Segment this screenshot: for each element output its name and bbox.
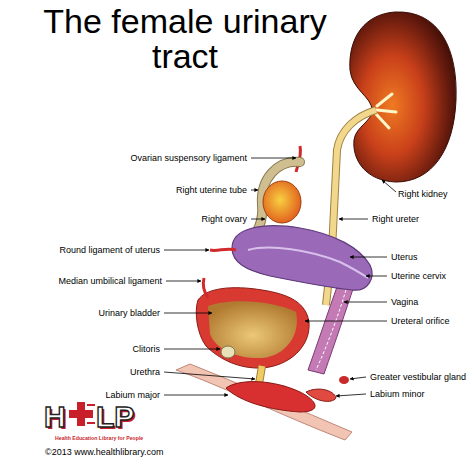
logo-letter: H: [44, 402, 66, 432]
part-label: Right kidney: [398, 189, 448, 200]
leader-line: [382, 180, 396, 192]
part-label: Right uterine tube: [176, 185, 247, 196]
part-label: Labium minor: [370, 389, 425, 400]
ovary: [263, 181, 301, 223]
vagina: [308, 284, 354, 374]
labium-minor: [306, 389, 336, 401]
kidney: [350, 12, 456, 182]
part-label: Ovarian suspensory ligament: [130, 153, 247, 164]
part-label: Urethra: [130, 367, 160, 378]
part-label: Right ovary: [201, 214, 247, 225]
perineum-skin: [176, 364, 352, 440]
clitoris: [221, 346, 235, 358]
part-label: Greater vestibular gland: [370, 372, 466, 383]
leader-line: [164, 250, 209, 251]
leader-line: [164, 372, 255, 379]
part-label: Uterus: [391, 252, 418, 263]
leader-line: [164, 313, 212, 314]
labium-major: [226, 382, 315, 412]
leader-line: [166, 281, 201, 282]
part-label: Urinary bladder: [98, 308, 160, 319]
vestibular-gland: [339, 376, 349, 384]
uterus: [232, 226, 372, 290]
part-label: Uterine cervix: [391, 271, 446, 282]
leader-line: [164, 395, 228, 396]
leader-line: [339, 219, 368, 220]
uterine-cavity: [248, 248, 368, 278]
bladder-urine: [208, 301, 297, 358]
part-label: Clitoris: [132, 344, 160, 355]
part-label: Vagina: [391, 297, 418, 308]
bladder-wall: [196, 288, 309, 368]
logo-cross: [69, 410, 93, 418]
logo-cross: [69, 402, 95, 426]
logo-lines: [87, 405, 95, 423]
logo-letters: LP: [96, 402, 134, 432]
leader-line: [336, 394, 366, 396]
logo-tagline: Health Education Library for People: [55, 435, 143, 441]
copyright-note: ©2013 www.healthlibrary.com: [45, 447, 164, 458]
renal-pelvis: [376, 94, 396, 128]
leader-line: [251, 190, 258, 191]
leader-line: [164, 349, 220, 350]
leader-line: [251, 219, 265, 220]
part-label: Right ureter: [372, 214, 419, 225]
part-label: Labium major: [105, 390, 160, 401]
leader-line: [305, 321, 387, 322]
leader-line: [251, 158, 296, 159]
round-ligament: [210, 249, 236, 250]
umbilical-ligament: [203, 278, 208, 298]
vagina-canal: [316, 290, 346, 370]
leader-lines: [164, 158, 396, 396]
leader-line: [366, 276, 387, 277]
part-label: Round ligament of uterus: [59, 245, 160, 256]
leader-line: [350, 257, 387, 258]
part-label: Ureteral orifice: [391, 316, 450, 327]
part-label: Median umbilical ligament: [58, 276, 162, 287]
leader-line: [350, 377, 366, 379]
leader-line: [344, 302, 387, 303]
diagram-title: The female urinary tract: [28, 4, 342, 74]
